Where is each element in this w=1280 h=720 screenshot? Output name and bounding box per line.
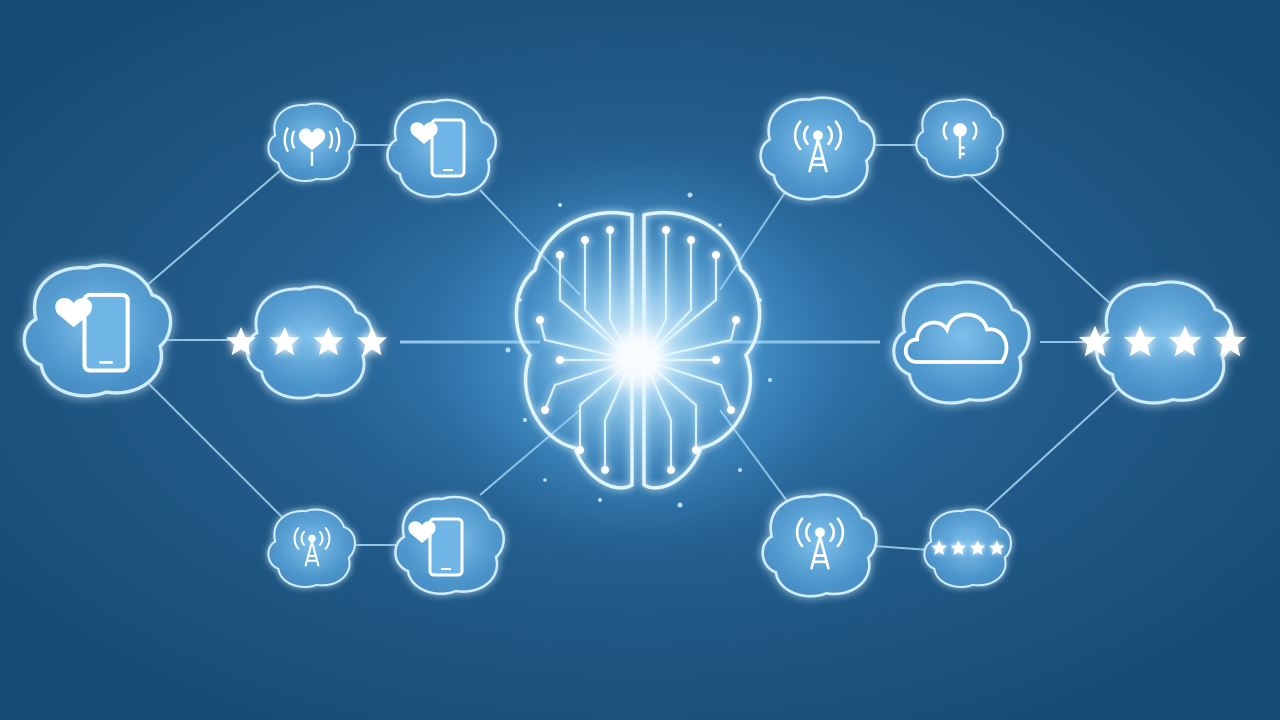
node-top-right-tower: [761, 98, 875, 200]
node-bottom-right-stars: [924, 510, 1011, 587]
node-top-right-key: [916, 100, 1003, 177]
heart-signal-icon: [283, 127, 341, 167]
node-bottom-left-phone: [395, 497, 503, 594]
node-bottom-right-tower: [763, 495, 877, 597]
sparkle-particles: [505, 192, 772, 508]
node-right-cloud: [894, 282, 1029, 403]
node-top-left-phone: [387, 100, 495, 197]
brain-core-glow: [610, 332, 666, 388]
cloud-icon: [903, 312, 1009, 364]
node-top-left-heart-signal: [268, 104, 355, 181]
node-bottom-left-tower: [268, 510, 355, 587]
key-signal-icon: [942, 121, 978, 159]
node-left-phone-heart: [24, 265, 170, 396]
